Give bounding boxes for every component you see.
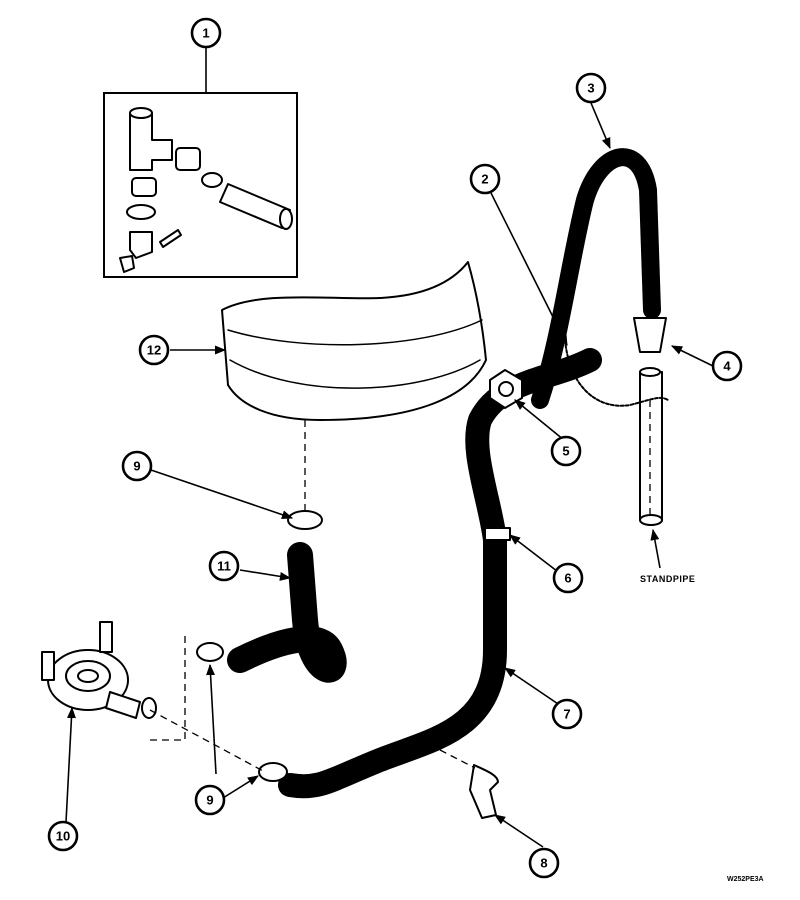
adapter-part-4 xyxy=(633,317,667,377)
callout-9-lower-text: 9 xyxy=(206,793,213,808)
guide-line-bracket xyxy=(439,749,476,769)
callout-8-text: 8 xyxy=(540,856,547,871)
callout-3: 3 xyxy=(575,72,607,104)
callout-5: 5 xyxy=(550,435,582,467)
callout-7: 7 xyxy=(551,698,583,730)
pump-part-10 xyxy=(41,621,157,719)
callout-8: 8 xyxy=(528,847,560,879)
hose-part-11 xyxy=(227,542,347,683)
drain-hose-part-3 xyxy=(531,148,661,409)
bracket-part-8 xyxy=(469,764,499,819)
clamp-part-9-upper xyxy=(287,510,323,530)
tub-shroud-part-12 xyxy=(221,261,487,421)
drawing-code-label: W252PE3A xyxy=(727,876,764,883)
callout-11: 11 xyxy=(208,550,240,582)
callout-12-text: 12 xyxy=(147,343,161,358)
callout-9-upper: 9 xyxy=(121,450,153,482)
clamp-part-9-right xyxy=(258,762,288,782)
callout-12: 12 xyxy=(138,334,170,366)
standpipe-label: STANDPIPE xyxy=(640,574,695,584)
hex-nut-part-5 xyxy=(489,369,523,409)
callout-6-text: 6 xyxy=(564,571,571,586)
callout-7-text: 7 xyxy=(563,707,570,722)
callout-10-text: 10 xyxy=(56,829,70,844)
guide-line-pump-hose xyxy=(149,709,266,773)
callout-11-text: 11 xyxy=(217,559,231,574)
callout-1-text: 1 xyxy=(202,26,209,41)
kit-box-part-1 xyxy=(103,92,298,278)
guide-line-pump-clamp xyxy=(150,636,186,741)
callout-4-text: 4 xyxy=(723,359,731,374)
standpipe xyxy=(639,371,663,526)
callout-10: 10 xyxy=(47,820,79,852)
callout-1: 1 xyxy=(190,17,222,49)
callout-5-text: 5 xyxy=(562,444,569,459)
chain-part-2 xyxy=(564,339,669,407)
callout-9-lower: 9 xyxy=(194,784,226,816)
callout-6: 6 xyxy=(552,562,584,594)
callout-9-upper-text: 9 xyxy=(133,459,140,474)
callout-2: 2 xyxy=(469,163,501,195)
callout-4: 4 xyxy=(711,350,743,382)
hose-clip-part-6 xyxy=(484,527,511,541)
callout-3-text: 3 xyxy=(587,81,594,96)
clamp-part-9-left xyxy=(196,642,224,662)
callout-2-text: 2 xyxy=(481,172,488,187)
